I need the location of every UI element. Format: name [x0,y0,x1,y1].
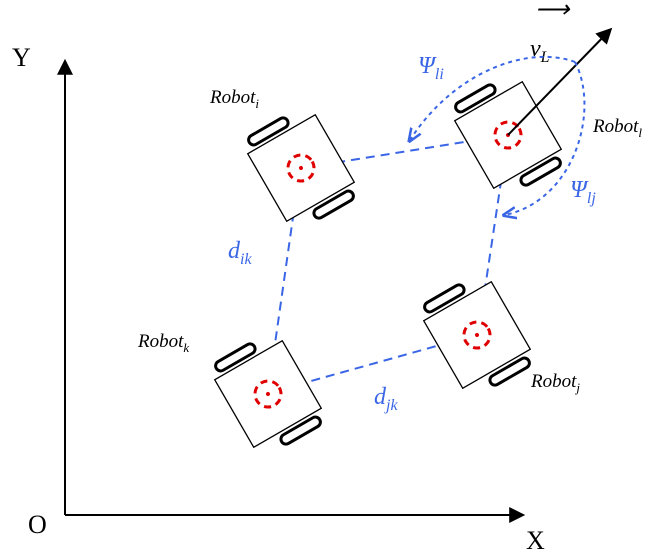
d-jk-label: djk [374,384,398,414]
robot-k-label: Robotk [137,331,189,355]
robot-i-label: Roboti [209,87,259,111]
d-ik-label: dik [228,238,252,268]
robot-j-center-marker [462,320,492,350]
leader-velocity: ⟶ vL [507,0,613,136]
axes: Y X O [12,43,545,554]
robot-i-wheel-right [312,189,355,220]
math-labels: Ψli Ψlj dik djk [228,53,596,414]
robot-k [213,339,323,449]
robot-k-center-marker [253,379,283,409]
robot-l-wheel-left [454,83,497,114]
robot-k-wheel-left [214,342,257,373]
robot-i-wheel-left [247,116,290,147]
origin-label: O [28,510,47,539]
psi-lj-arc [505,61,586,215]
robot-k-wheel-right [279,415,322,446]
robot-j-center-dot [475,333,479,337]
x-axis-label: X [526,526,545,554]
robot-i-center-dot [299,166,303,170]
robot-j-wheel-right [488,356,531,387]
robot-j-label: Robotj [530,371,580,395]
velocity-vector-mark: ⟶ [535,0,571,23]
velocity-label: vL [530,36,550,66]
robot-l-wheel-right [519,156,562,187]
robot-k-center-dot [266,392,270,396]
robot-labels: Roboti Robotl Robotk Robotj [137,87,642,395]
psi-li-label: Ψli [418,53,444,83]
y-axis-label: Y [12,43,31,72]
velocity-arrow [507,27,613,136]
robot-l-label: Robotl [592,116,642,140]
robot-j-wheel-left [423,283,466,314]
psi-li-arc [410,55,576,140]
bearing-arcs [410,55,586,215]
psi-lj-label: Ψlj [570,177,596,207]
robot-i [246,113,356,223]
robot-j [422,280,532,390]
robot-i-center-marker [286,153,316,183]
